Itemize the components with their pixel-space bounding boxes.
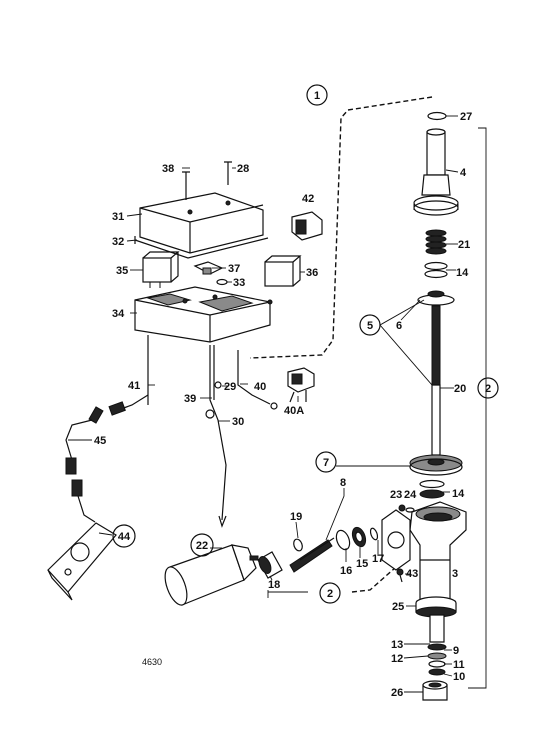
cable-39	[205, 345, 227, 528]
group-1-boundary	[249, 96, 433, 359]
label-16: 16	[340, 565, 352, 577]
nut-26	[422, 680, 448, 701]
washer-33	[216, 278, 228, 286]
tube-4	[413, 128, 459, 216]
box-base-34	[134, 286, 273, 343]
switch-40a	[287, 367, 315, 403]
remote-panel-44	[47, 522, 117, 601]
callout-7: 7	[315, 451, 337, 473]
label-6: 6	[396, 320, 402, 332]
label-29: 29	[224, 381, 236, 393]
label-8: 8	[340, 477, 346, 489]
svg-text:2: 2	[327, 588, 333, 600]
relay-35	[142, 251, 180, 288]
label-18: 18	[268, 579, 280, 591]
cable-41	[108, 335, 149, 416]
label-14-upper: 14	[456, 267, 469, 279]
spring-21	[425, 229, 447, 255]
label-35: 35	[116, 265, 128, 277]
label-11: 11	[453, 659, 465, 671]
label-36: 36	[306, 267, 318, 279]
label-24: 24	[404, 489, 417, 501]
label-19: 19	[290, 511, 302, 523]
label-30: 30	[232, 416, 244, 428]
group-2-bracket	[468, 127, 487, 689]
label-32: 32	[112, 236, 124, 248]
label-38: 38	[162, 163, 174, 175]
label-4: 4	[460, 167, 467, 179]
label-33: 33	[233, 277, 245, 289]
ring-29	[214, 381, 222, 389]
bearing-16	[335, 529, 351, 551]
label-37: 37	[228, 263, 240, 275]
label-43: 43	[406, 568, 418, 580]
screw-28	[224, 161, 232, 185]
bolt-43	[396, 568, 404, 583]
svg-text:2: 2	[485, 383, 491, 395]
drawing-code: 4630	[142, 657, 162, 667]
label-26: 26	[391, 687, 403, 699]
callout-2-bottom: 2	[319, 582, 341, 604]
motor-22	[164, 544, 259, 606]
label-28: 28	[237, 163, 249, 175]
leader-lines	[68, 115, 459, 693]
label-17: 17	[372, 553, 384, 565]
cable-45	[65, 406, 104, 523]
gear-7	[409, 454, 463, 476]
label-21: 21	[458, 239, 470, 251]
label-12: 12	[391, 653, 403, 665]
label-41: 41	[128, 380, 140, 392]
label-40: 40	[254, 381, 266, 393]
coupling-18	[257, 551, 283, 579]
worm-shaft-8	[289, 537, 335, 573]
svg-text:44: 44	[118, 531, 131, 543]
callout-1: 1	[306, 84, 328, 106]
label-34: 34	[112, 308, 125, 320]
clamp-25	[415, 596, 457, 618]
bolt-23-washer-24	[398, 504, 415, 513]
label-15: 15	[356, 558, 368, 570]
label-9: 9	[453, 645, 459, 657]
screw-38	[182, 171, 190, 200]
label-40a: 40A	[284, 405, 304, 417]
label-14-lower: 14	[452, 488, 465, 500]
label-45: 45	[94, 435, 106, 447]
bearing-15	[351, 526, 367, 548]
label-42: 42	[302, 193, 314, 205]
label-13: 13	[391, 639, 403, 651]
washers-14-lower	[419, 479, 445, 499]
screw-shaft-20	[431, 305, 441, 456]
label-10: 10	[453, 671, 465, 683]
callout-labels: 1 27 4 38 28 42 31 32 21 35 37 36 33 14 …	[94, 84, 499, 699]
relay-36	[264, 255, 302, 287]
label-3: 3	[452, 568, 458, 580]
label-31: 31	[112, 211, 124, 223]
label-20: 20	[454, 383, 466, 395]
switch-42	[291, 211, 323, 241]
group-2-lower-bracket	[267, 559, 405, 598]
callout-44: 44	[112, 524, 136, 548]
callout-22: 22	[190, 533, 214, 557]
label-23: 23	[390, 489, 402, 501]
callout-5: 5	[359, 314, 381, 336]
cable-40	[237, 350, 278, 410]
label-39: 39	[184, 393, 196, 405]
svg-text:7: 7	[323, 457, 329, 469]
ring-17	[369, 527, 379, 541]
box-cover	[139, 192, 264, 254]
bearing-6	[417, 290, 455, 306]
o-ring-27	[427, 111, 447, 121]
washers-14-upper	[424, 261, 448, 279]
label-25: 25	[392, 601, 404, 613]
sleeve-19	[293, 538, 303, 552]
callout-2-right: 2	[477, 377, 499, 399]
label-27: 27	[460, 111, 472, 123]
svg-text:5: 5	[367, 320, 373, 332]
svg-text:1: 1	[314, 90, 320, 102]
svg-text:22: 22	[196, 540, 208, 552]
housing-3	[381, 501, 467, 601]
lower-shaft-parts	[427, 614, 447, 676]
